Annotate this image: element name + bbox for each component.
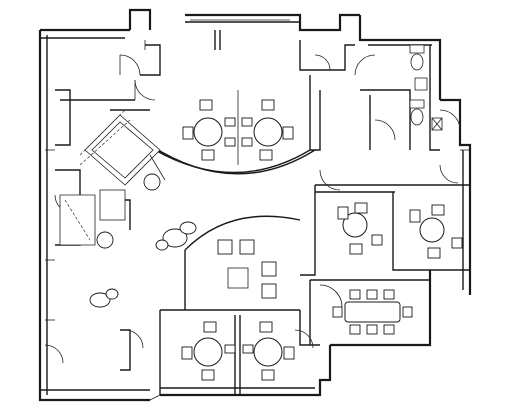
curved-partitions bbox=[149, 144, 316, 310]
south-meeting-room bbox=[181, 321, 295, 381]
office-east-2 bbox=[409, 204, 463, 259]
north-meeting-room bbox=[182, 90, 294, 165]
office-east-1 bbox=[337, 202, 383, 255]
conference-room bbox=[332, 289, 413, 335]
restroom-fixtures bbox=[409, 44, 443, 131]
lobby-lounge-furniture bbox=[89, 173, 197, 308]
detail-lines bbox=[45, 19, 470, 401]
reception-desk bbox=[59, 109, 166, 246]
exterior-walls bbox=[38, 8, 472, 402]
interior-walls bbox=[55, 30, 470, 395]
central-lounge bbox=[217, 239, 277, 299]
